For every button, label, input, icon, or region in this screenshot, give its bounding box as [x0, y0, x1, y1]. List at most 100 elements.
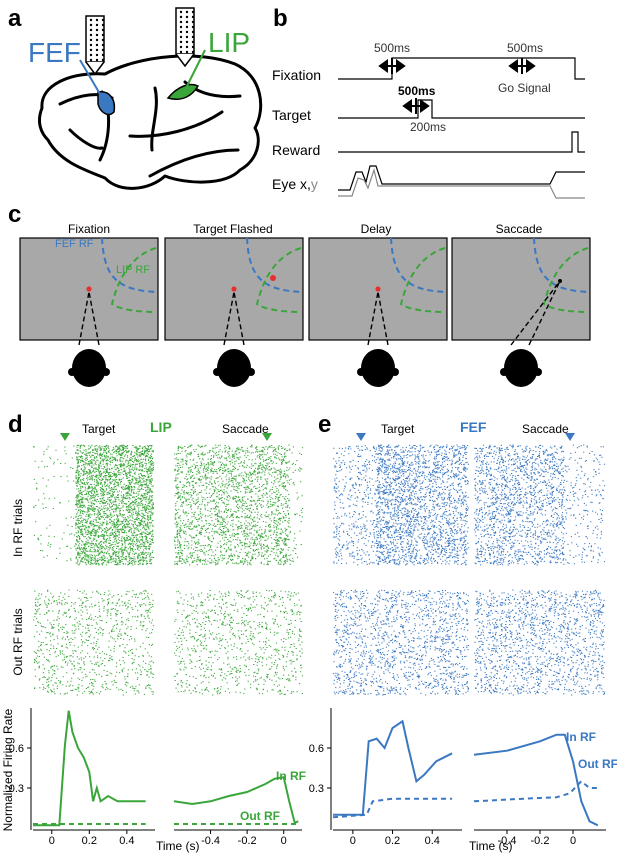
fef-target-label: Target	[381, 422, 415, 436]
series-out-rf	[473, 779, 598, 803]
row-label-eye: Eye x,y	[272, 176, 318, 192]
y-tick-label: 0.6	[9, 743, 24, 755]
panel-letter-b: b	[273, 5, 288, 32]
x-tick-label: -0.2	[531, 835, 550, 847]
row-label-reward: Reward	[272, 142, 320, 158]
screen-rect	[451, 237, 591, 341]
fef-rf-boundary	[533, 237, 589, 293]
fef-rf-boundary	[246, 237, 302, 293]
duration-arrows	[378, 58, 536, 114]
gaze-line	[78, 291, 90, 346]
panel-letter-d: d	[8, 411, 23, 438]
electrode-contact	[89, 48, 93, 52]
reward-trace	[338, 131, 585, 153]
electrode-contact	[95, 33, 99, 37]
y-tick-label: 0.3	[9, 783, 24, 795]
gaze-line	[510, 280, 561, 346]
lip-rf-boundary	[399, 247, 446, 313]
monkey-ear	[500, 368, 508, 376]
electrode-contact	[89, 43, 93, 47]
x-tick-label: -0.4	[498, 835, 517, 847]
electrode-contact	[191, 25, 195, 29]
electrode-contact	[185, 10, 189, 14]
electrode-contact	[101, 28, 105, 32]
screen-title-fixation: Fixation	[68, 222, 110, 236]
eye-y-trace	[338, 167, 585, 199]
raster-plot	[474, 444, 606, 566]
electrode-contact	[179, 30, 183, 34]
monkey-ear	[247, 368, 255, 376]
row-label-target: Target	[272, 107, 311, 123]
lip-area-label: LIP	[150, 419, 172, 435]
psth-ylabel: Normalized Firing Rate	[1, 708, 15, 831]
x-tick-label: -0.2	[238, 835, 257, 847]
electrode-contact	[95, 18, 99, 22]
electrode-contact	[179, 15, 183, 19]
sulcus-5	[148, 148, 240, 178]
electrode-contact	[191, 50, 195, 54]
x-tick-label: -0.4	[201, 835, 220, 847]
electrode-contact	[185, 15, 189, 19]
electrode-contact	[191, 35, 195, 39]
electrode-contact	[191, 20, 195, 24]
fef-target-marker	[356, 433, 366, 441]
eye-x-trace	[338, 165, 585, 191]
fixation-point	[86, 286, 92, 292]
electrode-contact	[179, 45, 183, 49]
x-tick-label: 0.2	[82, 835, 97, 847]
fixation-point	[231, 286, 237, 292]
gaze-line	[377, 291, 389, 346]
electrode-contact	[191, 45, 195, 49]
electrode-contact	[185, 30, 189, 34]
psth-lip-saccade: -0.4 -0.2 0	[173, 776, 302, 847]
lip-rf-label: LIP RF	[116, 264, 150, 276]
sulcus-7	[68, 128, 104, 150]
lip-saccade-marker	[262, 433, 272, 441]
electrode-contact	[185, 35, 189, 39]
electrode-contact	[191, 15, 195, 19]
sulcus-3	[150, 86, 158, 152]
panel-letter-a: a	[8, 5, 22, 32]
y-tick-label: 0.6	[309, 743, 324, 755]
raster-plot	[333, 444, 470, 566]
electrode-contact	[185, 50, 189, 54]
raster-plot	[33, 444, 155, 565]
series-in-rf	[173, 776, 299, 825]
out-rf-trials-label: Out RF trials	[11, 608, 25, 675]
monkey-ear	[391, 368, 399, 376]
lip-target-label: Target	[82, 422, 116, 436]
electrode-contact	[185, 20, 189, 24]
electrode-contact	[101, 33, 105, 37]
electrode-fef	[85, 15, 105, 76]
electrode-contact	[185, 45, 189, 49]
panel-letter-e: e	[318, 411, 331, 438]
fef-label: FEF	[28, 37, 81, 68]
fef-rf-boundary	[101, 237, 157, 293]
series-out-rf	[332, 797, 453, 819]
electrode-contact	[89, 33, 93, 37]
lip-rf-boundary	[255, 247, 302, 313]
fixation-trace	[338, 57, 585, 80]
eye-x-label: Eye x,	[272, 176, 311, 192]
dur-target-gap: 200ms	[410, 120, 446, 134]
fef-saccade-label: Saccade	[522, 422, 569, 436]
electrode-contact	[95, 28, 99, 32]
fef-region	[97, 91, 116, 116]
monkey-ear	[213, 368, 221, 376]
fef-saccade-marker	[565, 433, 575, 441]
x-tick-label: 0	[281, 835, 287, 847]
panel-letter-c: c	[8, 201, 21, 228]
series-in-rf	[33, 710, 146, 827]
raster-plot	[474, 589, 606, 696]
y-tick-label: 0.3	[309, 783, 324, 795]
go-signal-label: Go Signal	[498, 81, 551, 95]
fef-rf-label: FEF RF	[55, 238, 94, 250]
screen-4	[451, 237, 591, 387]
flashed-target	[270, 275, 276, 281]
in-rf-trials-label: In RF trials	[11, 499, 25, 557]
lip-out-rf-label: Out RF	[240, 809, 280, 823]
electrode-contact	[89, 53, 93, 57]
